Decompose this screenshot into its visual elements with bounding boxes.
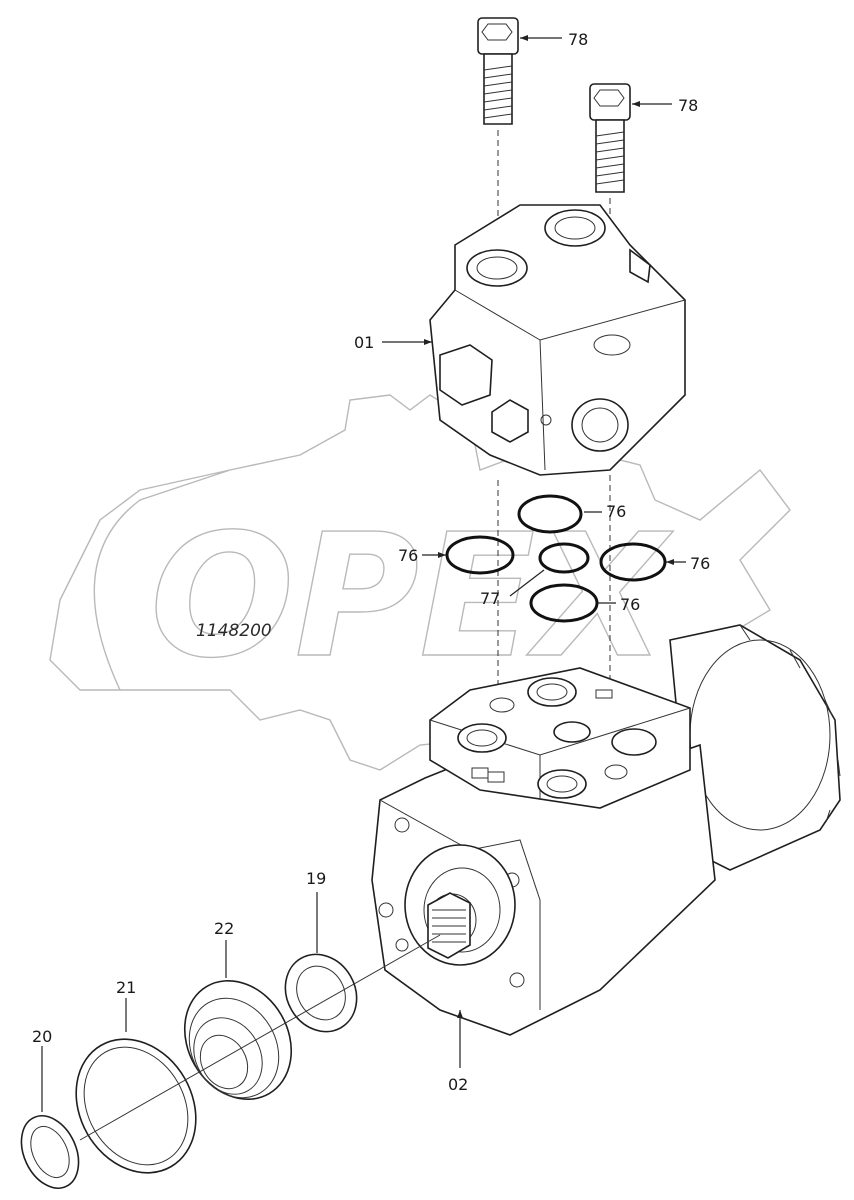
o-ring-76-left bbox=[445, 535, 515, 575]
callout-01: 01 bbox=[354, 333, 374, 352]
callout-76-left: 76 bbox=[398, 546, 418, 565]
drawing-number: 1148200 bbox=[196, 621, 272, 641]
callout-21: 21 bbox=[116, 978, 136, 997]
watermark-logo: OPEX bbox=[49, 394, 791, 771]
o-ring-76-bottom bbox=[529, 583, 599, 623]
snap-ring-21 bbox=[75, 1038, 197, 1174]
callout-02: 02 bbox=[448, 1075, 468, 1094]
callout-20: 20 bbox=[32, 1027, 52, 1046]
bolt-78-right bbox=[589, 83, 631, 193]
bolt-78-left bbox=[477, 17, 519, 125]
o-ring-76-right bbox=[599, 542, 667, 582]
pump-body-02 bbox=[371, 624, 841, 1036]
callout-76-right: 76 bbox=[690, 554, 710, 573]
callout-19: 19 bbox=[306, 869, 326, 888]
o-ring-77-center bbox=[538, 542, 590, 574]
o-ring-76-top bbox=[517, 494, 583, 534]
valve-block-01 bbox=[429, 204, 686, 476]
seal-19 bbox=[284, 953, 358, 1033]
callout-78-upper: 78 bbox=[568, 30, 588, 49]
callout-78-lower: 78 bbox=[678, 96, 698, 115]
watermark-text: OPEX bbox=[150, 498, 674, 696]
callout-76-bottom: 76 bbox=[620, 595, 640, 614]
washer-20 bbox=[20, 1115, 80, 1189]
callout-22: 22 bbox=[214, 919, 234, 938]
callout-77: 77 bbox=[480, 589, 500, 608]
callout-76-top: 76 bbox=[606, 502, 626, 521]
